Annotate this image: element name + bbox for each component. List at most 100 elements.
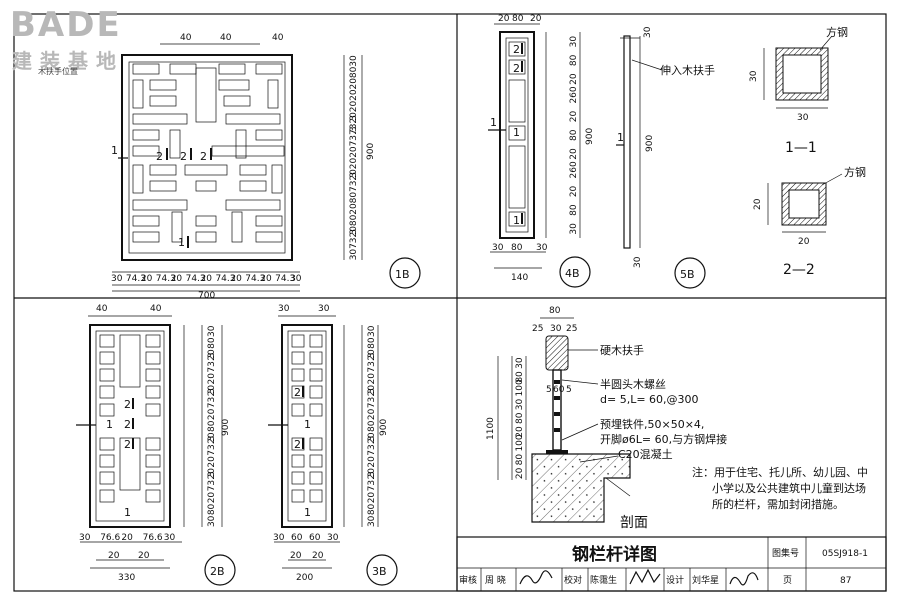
svg-text:40: 40	[96, 304, 108, 314]
dimension-label: 73.3	[367, 353, 377, 373]
dimension-label: 80	[515, 371, 525, 383]
svg-text:1100: 1100	[486, 417, 496, 440]
dimension-label: 20	[349, 112, 359, 124]
dimension-label: 20	[349, 101, 359, 113]
design-signature	[729, 572, 759, 586]
svg-text:20: 20	[530, 14, 542, 24]
svg-text:900: 900	[585, 128, 595, 145]
svg-text:2: 2	[180, 150, 187, 163]
svg-text:方钢: 方钢	[844, 165, 866, 179]
detail-tag-4b: 4B	[565, 267, 580, 280]
svg-text:2: 2	[513, 43, 520, 56]
svg-text:设计: 设计	[666, 574, 684, 586]
svg-text:30: 30	[633, 256, 643, 268]
dimension-label: 73.3	[207, 353, 217, 373]
dimension-label: 20	[349, 226, 359, 238]
hardwood-handrail-label: 硬木扶手	[600, 343, 644, 357]
review-signature	[519, 570, 553, 585]
svg-text:1: 1	[111, 144, 118, 157]
embedded-plate-label: 预埋铁件,50×50×4,	[600, 418, 704, 431]
dimension-label: 30	[515, 398, 525, 410]
dimension-label: 30	[207, 325, 217, 337]
dimension-label: 20	[569, 111, 579, 123]
dimension-label: 60	[291, 533, 303, 543]
dimension-label: 73.3	[367, 471, 377, 491]
section-title-2-2: 2—2	[783, 262, 815, 278]
svg-text:2: 2	[156, 150, 163, 163]
detail-tag-3b: 3B	[372, 565, 387, 578]
dimension-label: 74.3	[126, 274, 146, 284]
svg-text:5: 5	[566, 385, 572, 395]
section-title: 剖面	[620, 515, 648, 531]
dimension-label: 20	[201, 274, 213, 284]
svg-text:20: 20	[138, 551, 150, 561]
svg-text:40: 40	[180, 33, 192, 43]
detail-2b: 2 1 2 2 1 40 40 30802073.3202073.3208020…	[76, 304, 236, 586]
detail-tag-5b: 5B	[680, 268, 695, 281]
svg-text:900: 900	[221, 419, 231, 436]
dimension-label: 20	[121, 533, 133, 543]
svg-text:图集号: 图集号	[772, 547, 799, 559]
dimension-label: 30	[207, 515, 217, 527]
dimension-label: 80	[367, 420, 377, 432]
dimension-label: 20	[367, 349, 377, 361]
svg-text:2: 2	[124, 398, 131, 411]
svg-text:1: 1	[513, 214, 520, 227]
svg-text:40: 40	[220, 33, 232, 43]
dimension-label: 30	[349, 249, 359, 261]
dimension-label: 20	[569, 73, 579, 85]
dimension-label: 74.3	[156, 274, 176, 284]
svg-text:1: 1	[178, 236, 185, 249]
svg-text:80: 80	[511, 243, 523, 253]
dimension-label: 73.3	[207, 388, 217, 408]
svg-text:1: 1	[617, 131, 624, 144]
dimension-label: 20	[367, 408, 377, 420]
dimension-label: 20	[367, 492, 377, 504]
dimension-label: 20	[207, 432, 217, 444]
svg-text:30: 30	[318, 304, 330, 314]
logo-brand-cn: 建装基地	[12, 49, 124, 73]
svg-text:30: 30	[492, 243, 504, 253]
dimension-label: 260	[569, 161, 579, 178]
svg-text:1: 1	[106, 418, 113, 431]
svg-text:页: 页	[783, 575, 792, 586]
dimension-label: 80	[349, 192, 359, 204]
screw-label: 半圆头木螺丝	[600, 377, 666, 391]
dimension-label: 20	[367, 456, 377, 468]
svg-text:20: 20	[498, 14, 510, 24]
dimension-label: 80	[367, 503, 377, 515]
svg-text:30: 30	[536, 243, 548, 253]
svg-text:20: 20	[290, 551, 302, 561]
section-2-2: 方钢 20 20 2—2	[753, 165, 866, 278]
dimension-label: 80	[207, 503, 217, 515]
dimension-label: 74.3	[275, 274, 295, 284]
dimension-label: 80	[349, 214, 359, 226]
svg-text:80: 80	[512, 14, 524, 24]
dimension-label: 30	[327, 533, 339, 543]
dimension-label: 20	[515, 467, 525, 479]
svg-text:25: 25	[566, 324, 577, 334]
dimension-label: 80	[515, 412, 525, 424]
svg-text:20: 20	[798, 237, 810, 247]
svg-text:审核: 审核	[459, 574, 477, 586]
dimension-label: 30	[164, 533, 176, 543]
svg-text:330: 330	[118, 573, 135, 583]
title-block: 钢栏杆详图 图集号 05SJ918-1 页 87 审核 周 晓 校对 陈霭生 设…	[456, 536, 887, 592]
page-number: 87	[840, 576, 851, 586]
dimension-label: 30	[367, 515, 377, 527]
dimension-label: 30	[349, 55, 359, 67]
dimension-label: 100	[515, 379, 525, 396]
dimension-label: 20	[367, 468, 377, 480]
dimension-label: 20	[367, 432, 377, 444]
dimension-label: 30	[79, 533, 91, 543]
embedded-plate-spec-label: 开脚ø6L= 60,与方钢焊接	[600, 432, 727, 446]
detail-4b: 1 2 2 1 1 20 80 20 308020260208020260208…	[488, 14, 595, 288]
dimension-label: 20	[207, 349, 217, 361]
svg-text:900: 900	[366, 143, 376, 160]
dimension-label: 73.3	[349, 229, 359, 249]
svg-text:25: 25	[532, 324, 543, 334]
